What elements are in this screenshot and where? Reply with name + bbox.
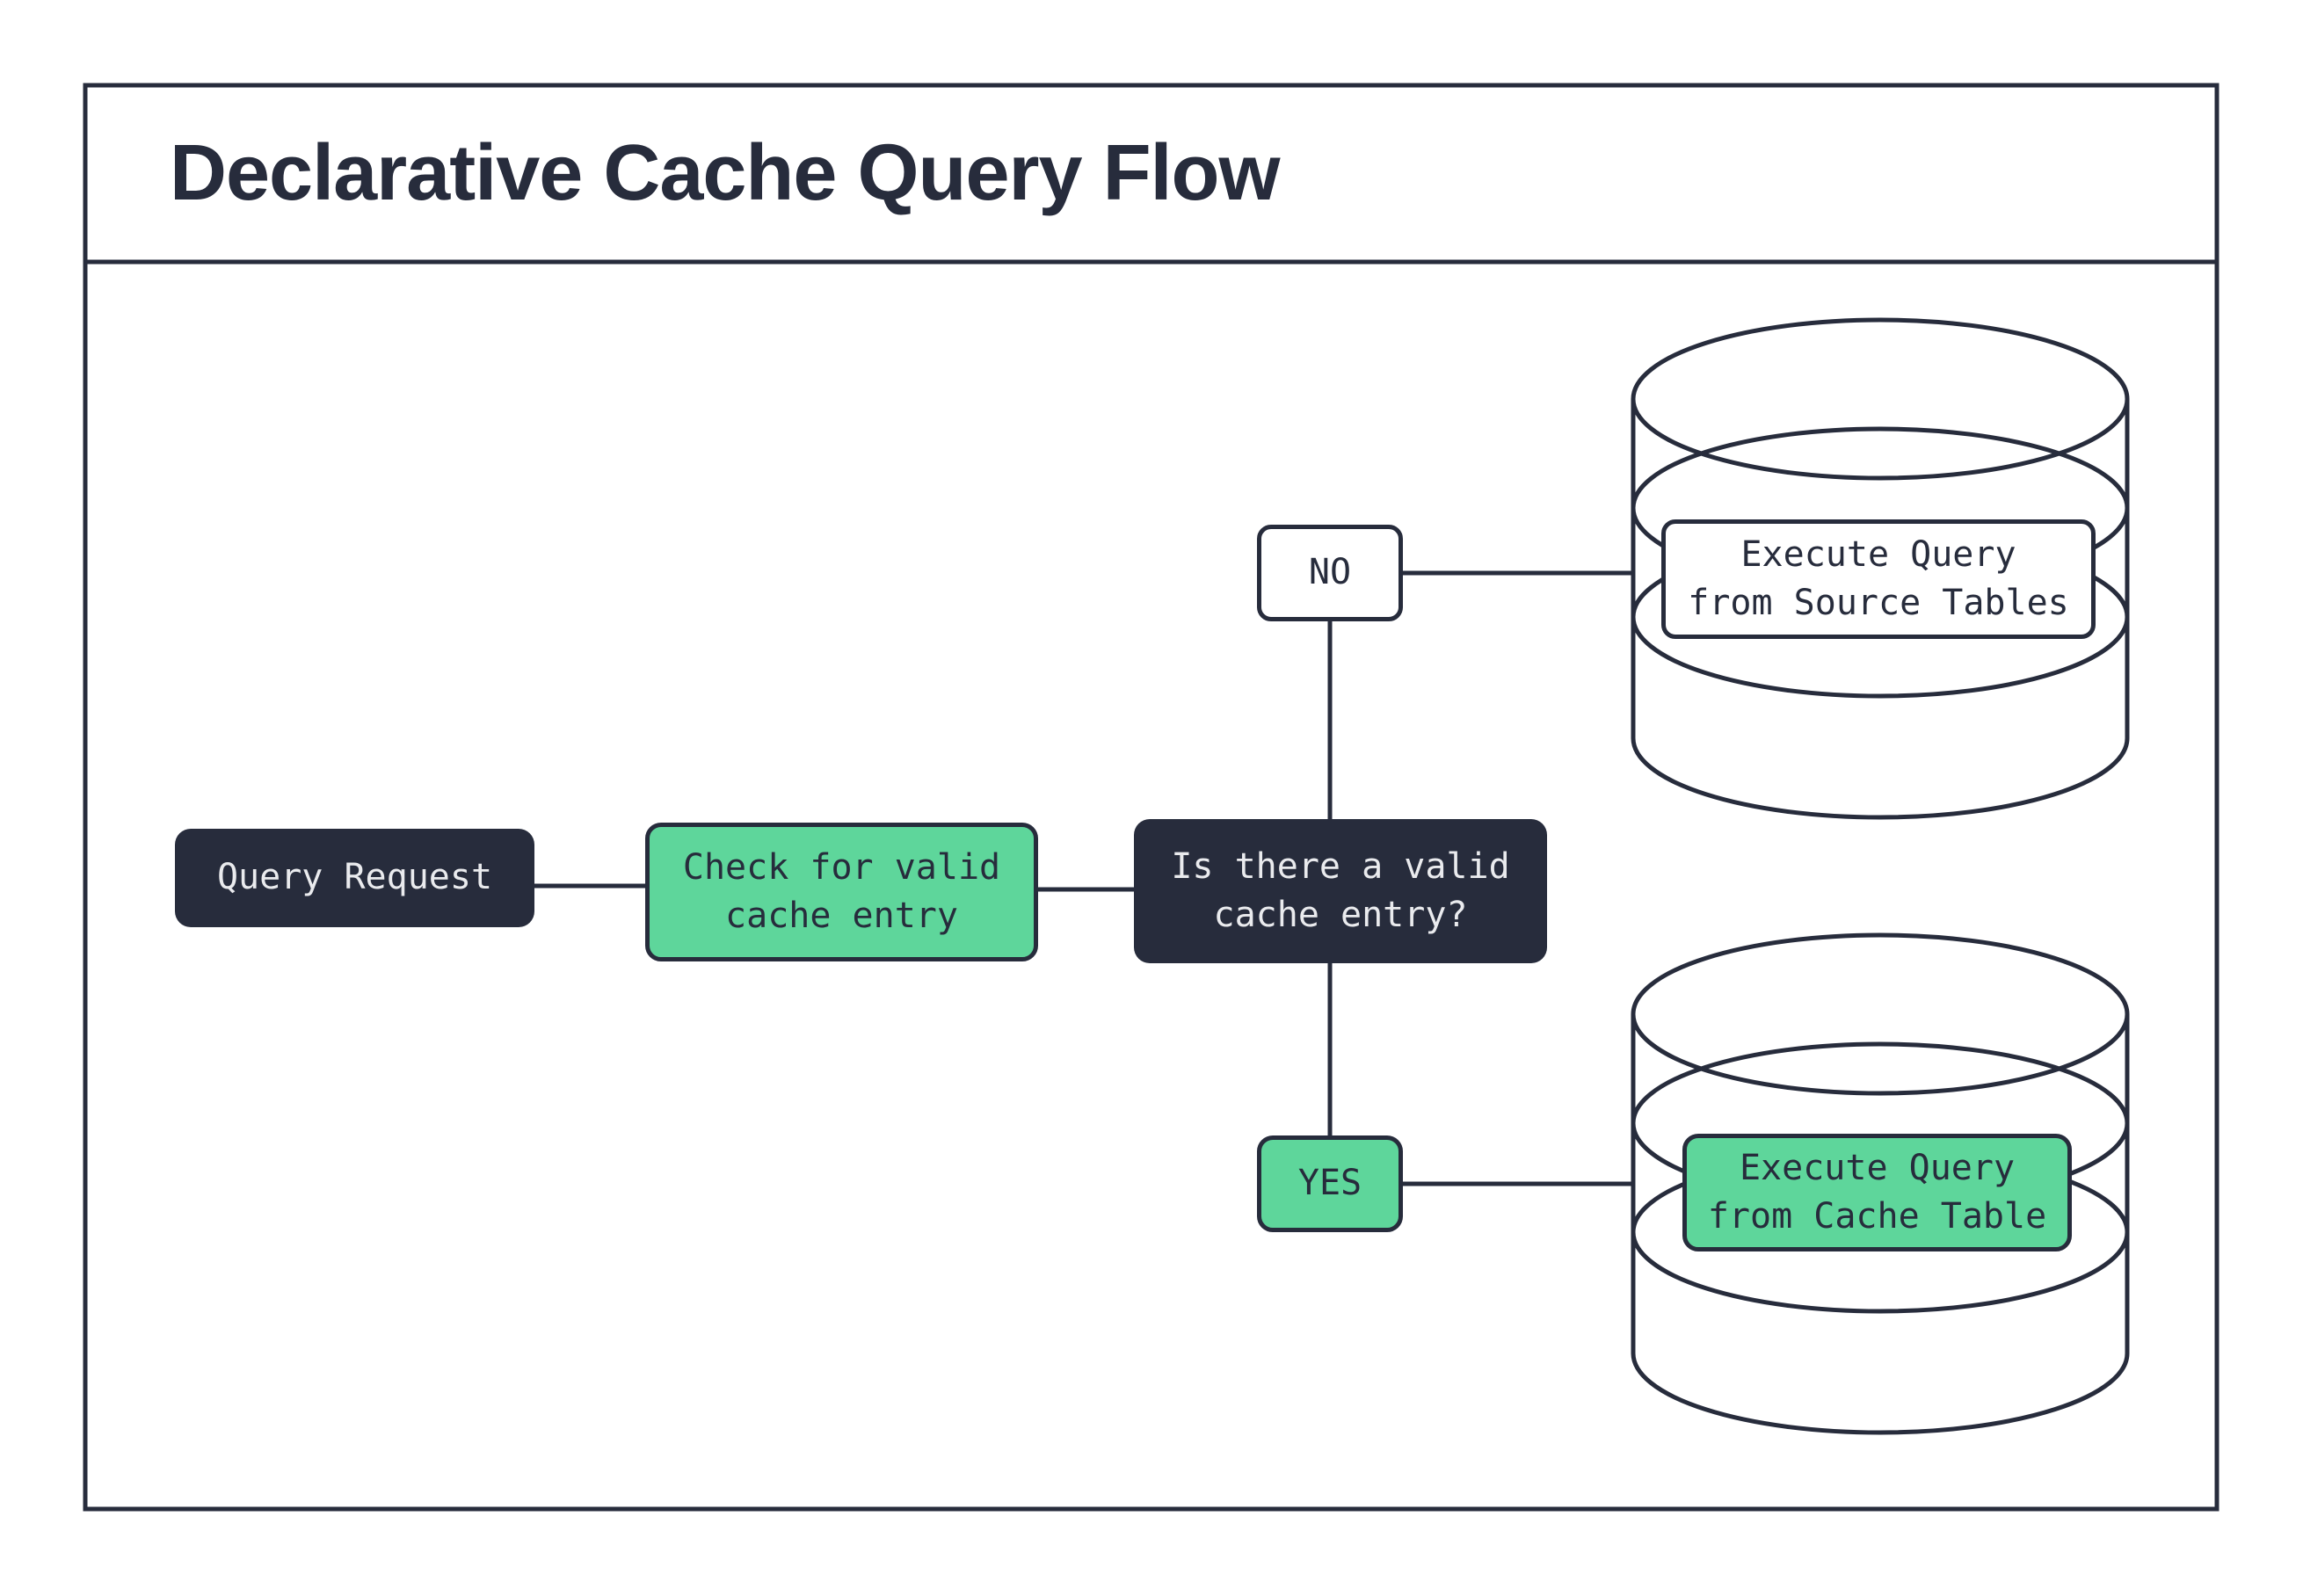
- node-branch-yes-label: YES: [1297, 1163, 1362, 1204]
- node-execute-cache: Execute Query from Cache Table: [1682, 1134, 2072, 1251]
- node-execute-cache-label: Execute Query from Cache Table: [1707, 1147, 2047, 1237]
- node-check-cache: Check for valid cache entry: [645, 823, 1038, 961]
- node-branch-yes: YES: [1257, 1135, 1403, 1232]
- node-execute-source-label: Execute Query from Source Tables: [1688, 533, 2069, 623]
- node-query-request: Query Request: [175, 829, 534, 927]
- page-title: Declarative Cache Query Flow: [170, 129, 1281, 217]
- connector-group: [534, 570, 1635, 1186]
- cylinder-bottom-arc: [1631, 737, 2130, 820]
- cache-database-cylinder-icon: [1631, 932, 2130, 1435]
- node-decision-label: Is there a valid cache entry?: [1171, 845, 1510, 935]
- node-branch-no-label: NO: [1308, 552, 1352, 593]
- node-decision: Is there a valid cache entry?: [1134, 819, 1547, 963]
- node-query-request-label: Query Request: [216, 857, 493, 898]
- node-check-cache-label: Check for valid cache entry: [682, 846, 1001, 936]
- cylinder-top-ellipse: [1631, 932, 2130, 1096]
- node-branch-no: NO: [1257, 525, 1403, 621]
- cylinder-bottom-arc: [1631, 1353, 2130, 1435]
- frame-border: [83, 83, 2219, 1512]
- node-execute-source: Execute Query from Source Tables: [1661, 519, 2096, 639]
- cylinder-top-ellipse: [1631, 317, 2130, 481]
